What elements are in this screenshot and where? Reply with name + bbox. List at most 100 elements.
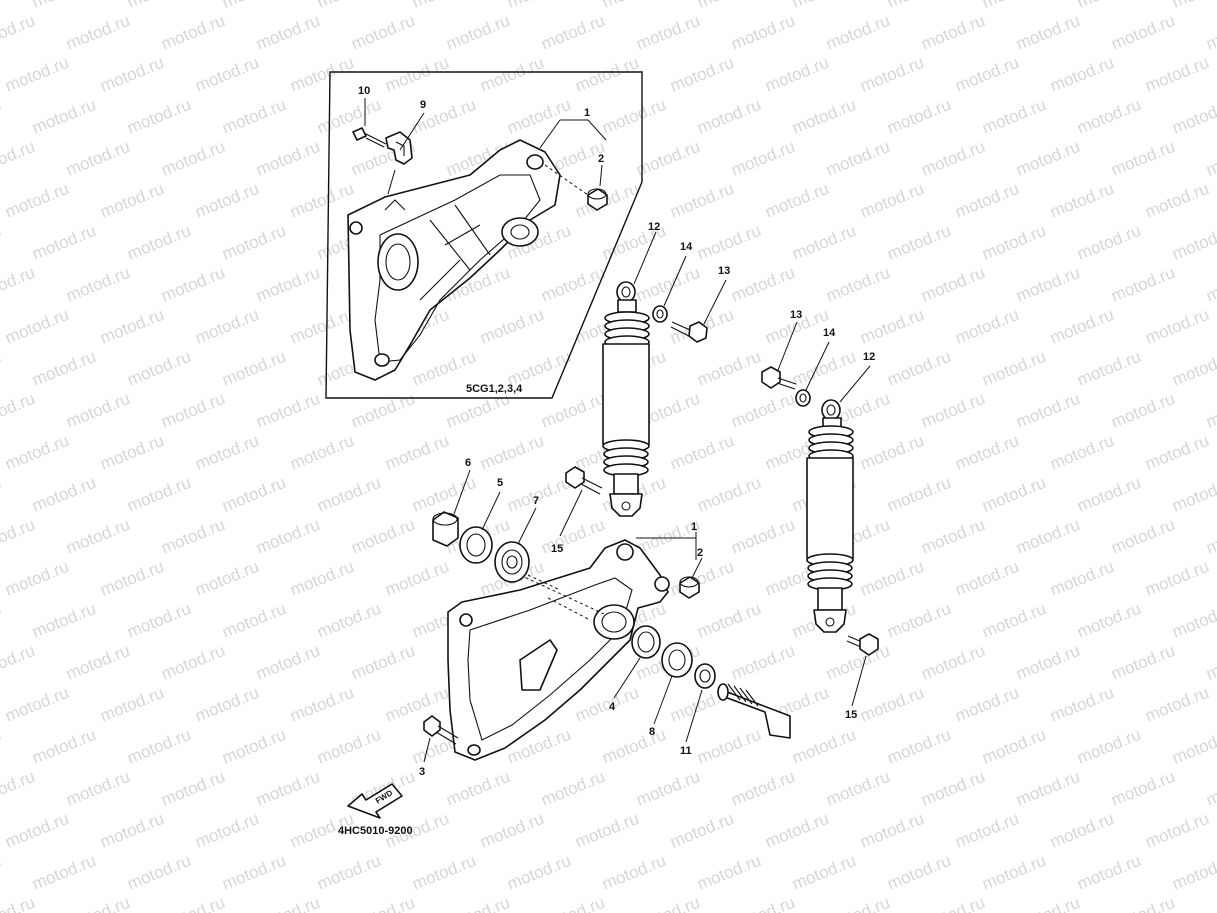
watermark-text: motod.ru (1047, 431, 1116, 474)
watermark-text: motod.ru (918, 641, 987, 684)
watermark-text: motod.ru (1108, 893, 1177, 913)
watermark-text: motod.ru (884, 851, 953, 894)
watermark-text: motod.ru (538, 767, 607, 810)
watermark-text: motod.ru (382, 431, 451, 474)
watermark-text: motod.ru (823, 263, 892, 306)
watermark-text: motod.ru (0, 389, 38, 432)
watermark-text: motod.ru (0, 0, 4, 12)
watermark-text: motod.ru (124, 599, 193, 642)
watermark-text: motod.ru (1169, 221, 1217, 264)
watermark-text: motod.ru (952, 53, 1021, 96)
watermark-text: motod.ru (979, 851, 1048, 894)
watermark-text: motod.ru (158, 137, 227, 180)
watermark-text: motod.ru (0, 641, 38, 684)
watermark-text: motod.ru (728, 137, 797, 180)
watermark-text: motod.ru (1013, 515, 1082, 558)
watermark-text: motod.ru (633, 11, 702, 54)
pivot-shaft (717, 683, 791, 739)
watermark-text: motod.ru (1203, 767, 1217, 810)
watermark-text: motod.ru (1142, 53, 1211, 96)
watermark-text: motod.ru (884, 347, 953, 390)
callout-1: 1 (691, 521, 697, 533)
watermark-text: motod.ru (884, 473, 953, 516)
watermark-text: motod.ru (314, 725, 383, 768)
collar-2-inset (587, 188, 608, 211)
watermark-text: motod.ru (477, 53, 546, 96)
watermark-text: motod.ru (124, 473, 193, 516)
inset-variant-label: 5CG1,2,3,4 (466, 383, 523, 395)
watermark-text: motod.ru (1169, 851, 1217, 894)
watermark-text: motod.ru (63, 641, 132, 684)
watermark-text: motod.ru (857, 53, 926, 96)
watermark-text: motod.ru (1013, 389, 1082, 432)
bearing-7 (494, 541, 530, 583)
watermark-text: motod.ru (287, 683, 356, 726)
watermark-text: motod.ru (158, 515, 227, 558)
watermark-text: motod.ru (314, 473, 383, 516)
watermark-text: motod.ru (694, 0, 763, 12)
watermark-text: motod.ru (192, 53, 261, 96)
watermark-text: motod.ru (0, 221, 4, 264)
watermark-text: motod.ru (504, 0, 573, 12)
callout-6: 6 (465, 457, 471, 469)
watermark-text: motod.ru (443, 11, 512, 54)
watermark-text: motod.ru (382, 557, 451, 600)
watermark-text: motod.ru (97, 305, 166, 348)
watermark-text: motod.ru (667, 431, 736, 474)
watermark-text: motod.ru (857, 179, 926, 222)
watermark-text: motod.ru (1074, 347, 1143, 390)
watermark-text: motod.ru (1142, 179, 1211, 222)
watermark-text: motod.ru (1203, 893, 1217, 913)
watermark-text: motod.ru (823, 893, 892, 913)
watermark-text: motod.ru (287, 305, 356, 348)
watermark-text: motod.ru (538, 263, 607, 306)
watermark-text: motod.ru (823, 137, 892, 180)
shock-absorber-left (602, 281, 650, 517)
watermark-text: motod.ru (348, 11, 417, 54)
watermark-text: motod.ru (728, 389, 797, 432)
watermark-text: motod.ru (192, 557, 261, 600)
watermark-text: motod.ru (348, 893, 417, 913)
watermark-text: motod.ru (1108, 11, 1177, 54)
watermark-text: motod.ru (348, 515, 417, 558)
watermark-text: motod.ru (762, 53, 831, 96)
watermark-text: motod.ru (952, 431, 1021, 474)
watermark-text: motod.ru (857, 431, 926, 474)
watermark-text: motod.ru (219, 95, 288, 138)
watermark-text: motod.ru (633, 767, 702, 810)
callout-10: 10 (358, 85, 370, 97)
callout-4: 4 (609, 701, 616, 713)
watermark-text: motod.ru (2, 179, 71, 222)
watermark-text: motod.ru (694, 599, 763, 642)
watermark-text: motod.ru (572, 683, 641, 726)
watermark-text: motod.ru (97, 683, 166, 726)
watermark-text: motod.ru (253, 137, 322, 180)
watermark-text: motod.ru (1203, 11, 1217, 54)
watermark-text: motod.ru (979, 725, 1048, 768)
watermark-text: motod.ru (1203, 389, 1217, 432)
watermark-text: motod.ru (1108, 137, 1177, 180)
watermark-text: motod.ru (0, 515, 38, 558)
watermark-text: motod.ru (253, 515, 322, 558)
watermark-text: motod.ru (1142, 557, 1211, 600)
watermark-text: motod.ru (0, 11, 38, 54)
watermark-text: motod.ru (2, 53, 71, 96)
watermark-text: motod.ru (2, 305, 71, 348)
watermark-text: motod.ru (63, 893, 132, 913)
watermark-text: motod.ru (504, 851, 573, 894)
watermark-text: motod.ru (884, 95, 953, 138)
oil-seal-4 (631, 625, 661, 659)
collar-6 (432, 511, 459, 547)
callouts: 10 9 1 2 12 14 13 13 14 12 6 5 7 15 1 2 … (358, 85, 875, 778)
watermark-text: motod.ru (538, 389, 607, 432)
watermark-text: motod.ru (158, 11, 227, 54)
watermark-text: motod.ru (599, 725, 668, 768)
watermark-text: motod.ru (97, 809, 166, 852)
watermark-text: motod.ru (314, 95, 383, 138)
watermark-text: motod.ru (979, 473, 1048, 516)
watermark-text: motod.ru (599, 851, 668, 894)
watermark-text: motod.ru (287, 53, 356, 96)
callout-8: 8 (649, 726, 655, 738)
watermark-text: motod.ru (1074, 221, 1143, 264)
callout-13-right: 13 (790, 309, 802, 321)
